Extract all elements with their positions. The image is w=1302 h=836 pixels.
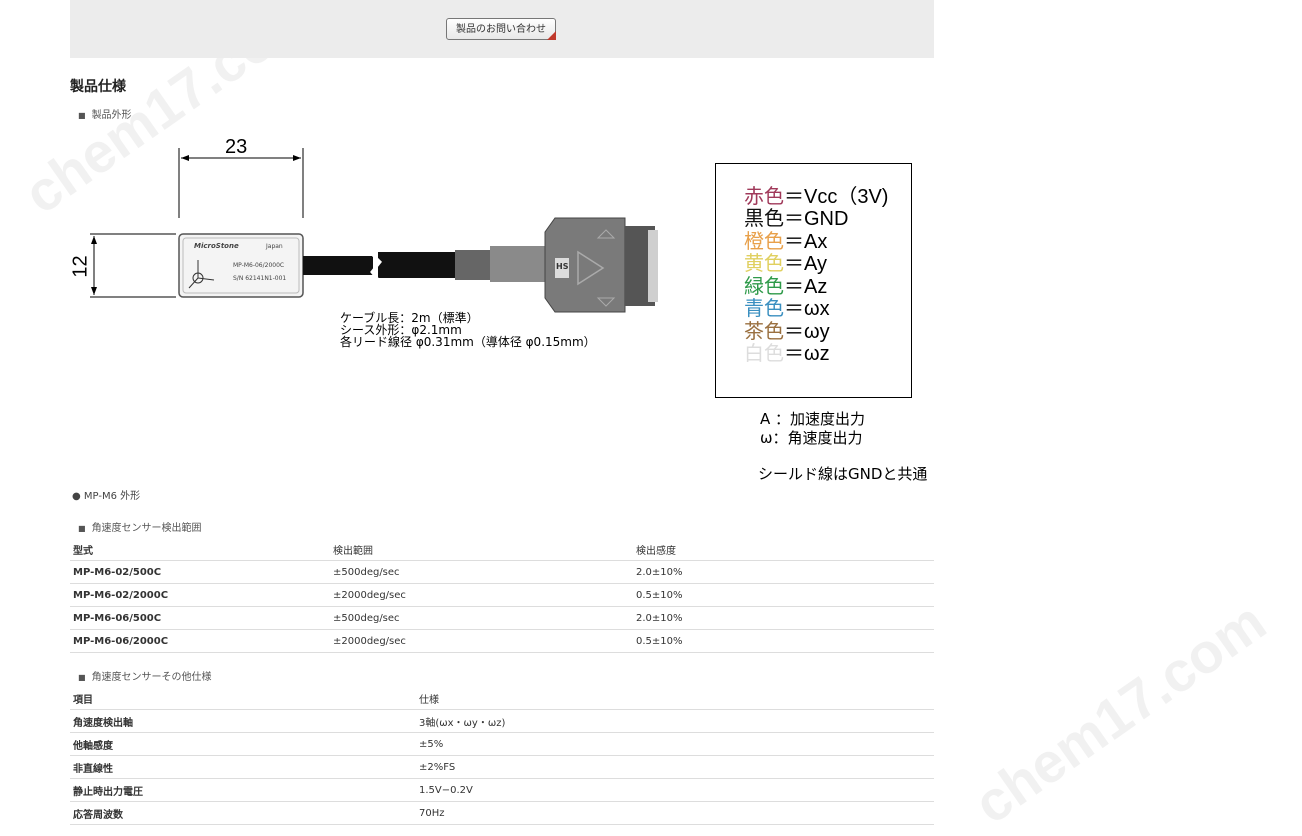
table-cell: 角速度検出軸: [70, 709, 416, 733]
sensor-country: Japan: [266, 243, 283, 250]
sheath-diameter: シース外形：φ2.1mm: [340, 323, 462, 337]
legend-row: 茶色＝ωy: [744, 321, 830, 343]
wire-signal: ＝Az: [784, 276, 828, 298]
other-spec-table: 項目 仕様 角速度検出軸 3軸(ωx・ωy・ωz) 他軸感度 ±5% 非直線性 …: [70, 687, 934, 825]
wire-color-word: 黒色: [744, 208, 784, 230]
sensor-drawing: [90, 148, 658, 313]
spec-title: 製品仕様: [70, 79, 126, 95]
table-row: MP-M6-02/2000C ±2000deg/sec 0.5±10%: [70, 583, 934, 607]
connector-mark: HS: [556, 262, 569, 271]
legend-row: 青色＝ωx: [744, 298, 830, 320]
table-row: 角速度検出軸 3軸(ωx・ωy・ωz): [70, 709, 934, 733]
table-cell: 2.0±10%: [633, 560, 934, 584]
table-cell: MP-M6-02/500C: [70, 560, 330, 584]
sensor-model: MP-M6-06/2000C: [233, 262, 285, 269]
figure-caption: ● MP-M6 外形: [72, 491, 141, 502]
table-cell: 非直線性: [70, 755, 416, 779]
table-row: 他軸感度 ±5%: [70, 732, 934, 756]
wire-signal: ＝ωy: [784, 321, 830, 343]
table-cell: MP-M6-06/500C: [70, 606, 330, 630]
table-cell: ±5%: [416, 732, 934, 756]
connector: [544, 217, 626, 313]
legend-row: 黄色＝Ay: [744, 253, 827, 275]
table-row: 非直線性 ±2%FS: [70, 755, 934, 779]
range-table: 型式 検出範囲 検出感度 MP-M6-02/500C ±500deg/sec 2…: [70, 538, 934, 653]
table-cell: 0.5±10%: [633, 629, 934, 653]
legend-row: 黒色＝GND: [744, 208, 848, 230]
wire-color-word: 白色: [744, 343, 784, 365]
watermark: chem17.com: [962, 589, 1277, 836]
table-cell: 70Hz: [416, 801, 934, 825]
wire-signal: ＝ωx: [784, 298, 830, 320]
square-bullet-icon: ■: [78, 111, 86, 120]
table-cell: ±2000deg/sec: [330, 629, 633, 653]
wire-signal: ＝Ax: [784, 231, 828, 253]
wire-color-word: 茶色: [744, 321, 784, 343]
table-header-row: 型式 検出範囲 検出感度: [70, 538, 934, 561]
gyro-note: ω：角速度出力: [760, 429, 863, 447]
table-cell: 0.5±10%: [633, 583, 934, 607]
square-bullet-icon: ■: [78, 673, 86, 682]
range-table-title: ■角速度センサー検出範囲: [78, 523, 202, 534]
table-cell: 他軸感度: [70, 732, 416, 756]
dot-bullet-icon: ●: [72, 491, 81, 502]
wire-color-word: 青色: [744, 298, 784, 320]
lead-diameter: 各リード線径 φ0.31mm（導体径 φ0.15mm）: [340, 335, 596, 349]
table-header: 型式: [70, 538, 330, 561]
table-cell: 静止時出力電圧: [70, 778, 416, 802]
table-header: 項目: [70, 687, 416, 710]
wire-signal: ＝Vcc（3V): [784, 186, 889, 208]
wire-color-word: 緑色: [744, 276, 784, 298]
square-bullet-icon: ■: [78, 524, 86, 533]
outline-label: ■製品外形: [78, 110, 132, 121]
table-row: MP-M6-06/500C ±500deg/sec 2.0±10%: [70, 606, 934, 630]
cable-length: ケーブル長：2m（標準）: [340, 311, 479, 325]
accel-note: A ：加速度出力: [760, 410, 866, 428]
table-cell: ±2%FS: [416, 755, 934, 779]
table-row: MP-M6-06/2000C ±2000deg/sec 0.5±10%: [70, 629, 934, 653]
wire-signal: ＝GND: [784, 208, 849, 230]
wire-color-word: 黄色: [744, 253, 784, 275]
table-cell: MP-M6-02/2000C: [70, 583, 330, 607]
height-dimension: 12: [69, 255, 92, 278]
table-row: 静止時出力電圧 1.5V−0.2V: [70, 778, 934, 802]
table-header-row: 項目 仕様: [70, 687, 934, 710]
table-row: 応答周波数 70Hz: [70, 801, 934, 825]
wire-color-word: 橙色: [744, 231, 784, 253]
wire-signal: ＝ωz: [784, 343, 830, 365]
sensor-brand: MicroStone: [194, 242, 239, 250]
wire-signal: ＝Ay: [784, 253, 827, 275]
wire-color-word: 赤色: [744, 186, 784, 208]
sensor-serial: S/N 62141N1-001: [233, 275, 287, 282]
legend-row: 橙色＝Ax: [744, 231, 827, 253]
table-cell: 2.0±10%: [633, 606, 934, 630]
wire-color-legend: 赤色＝Vcc（3V) 黒色＝GND 橙色＝Ax 黄色＝Ay 緑色＝Az 青色＝ω…: [715, 163, 912, 398]
table-cell: 応答周波数: [70, 801, 416, 825]
other-table-title: ■角速度センサーその他仕様: [78, 672, 212, 683]
table-header: 検出範囲: [330, 538, 633, 561]
width-dimension: 23: [225, 136, 248, 158]
table-cell: ±2000deg/sec: [330, 583, 633, 607]
legend-row: 緑色＝Az: [744, 276, 827, 298]
cable-spec: ケーブル長：2m（標準） シース外形：φ2.1mm 各リード線径 φ0.31mm…: [340, 312, 596, 348]
legend-row: 赤色＝Vcc（3V): [744, 186, 888, 208]
legend-row: 白色＝ωz: [744, 343, 830, 365]
table-cell: MP-M6-06/2000C: [70, 629, 330, 653]
table-cell: ±500deg/sec: [330, 560, 633, 584]
table-cell: 3軸(ωx・ωy・ωz): [416, 709, 934, 733]
table-row: MP-M6-02/500C ±500deg/sec 2.0±10%: [70, 560, 934, 584]
cable: [303, 256, 373, 275]
table-cell: 1.5V−0.2V: [416, 778, 934, 802]
inquiry-button[interactable]: 製品のお問い合わせ: [446, 18, 556, 40]
shield-note: シールド線はGNDと共通: [758, 465, 928, 483]
table-header: 仕様: [416, 687, 934, 710]
table-header: 検出感度: [633, 538, 934, 561]
table-cell: ±500deg/sec: [330, 606, 633, 630]
